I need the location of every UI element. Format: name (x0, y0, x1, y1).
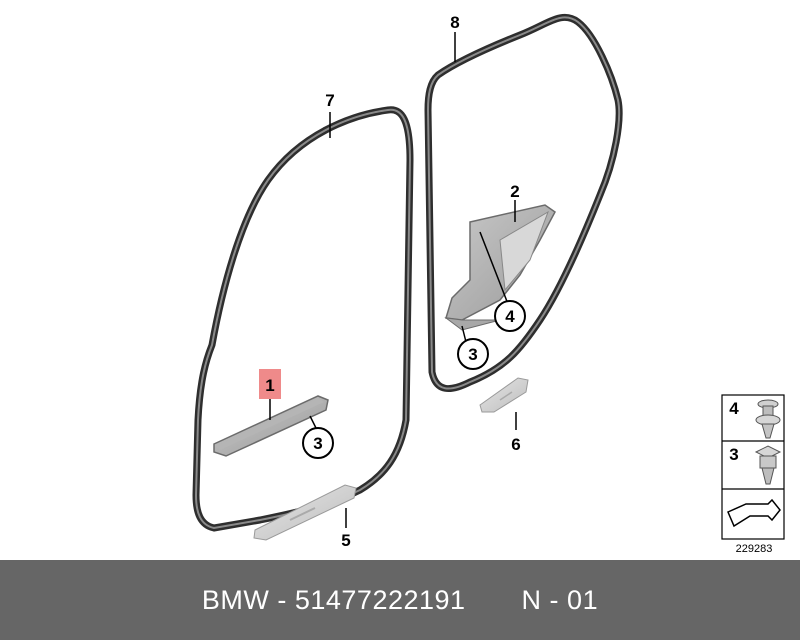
callout-3-rear-circle (457, 338, 489, 370)
callout-3-front-circle (302, 427, 334, 459)
part-number-footer: BMW - 51477222191 N - 01 (0, 560, 800, 640)
callout-3-rear: 3 (468, 345, 477, 364)
part-number-text: BMW - 51477222191 N - 01 (201, 584, 599, 615)
legend-key-3: 3 (729, 445, 738, 464)
diagram-number: 229283 (736, 543, 773, 555)
push-rivet-icon (755, 399, 781, 439)
front-entrance-strip (253, 484, 357, 541)
fastener-legend: 4 3 (721, 394, 785, 540)
callout-4-circle (494, 300, 526, 332)
front-sill-trim-highlighted (213, 395, 329, 457)
callout-3-front: 3 (313, 434, 322, 453)
callout-1: 1 (265, 376, 274, 395)
callout-4: 4 (505, 307, 515, 326)
rear-entrance-strip (479, 377, 529, 413)
callout-2: 2 (510, 182, 519, 201)
legend-key-4: 4 (729, 399, 739, 418)
clip-icon (754, 445, 782, 485)
arrow-icon (727, 498, 781, 528)
rear-pillar-trim (444, 204, 556, 331)
leader-lines (269, 32, 517, 528)
callout-1-highlight (259, 369, 281, 399)
parts-diagram: 7 8 2 1 3 3 4 6 5 4 3 229283 (192, 13, 785, 555)
front-door-seal (192, 106, 414, 532)
callout-7: 7 (325, 91, 334, 110)
callout-8: 8 (450, 13, 459, 32)
rear-door-seal (424, 14, 623, 392)
callout-6: 6 (511, 435, 520, 454)
callout-5: 5 (341, 531, 350, 550)
